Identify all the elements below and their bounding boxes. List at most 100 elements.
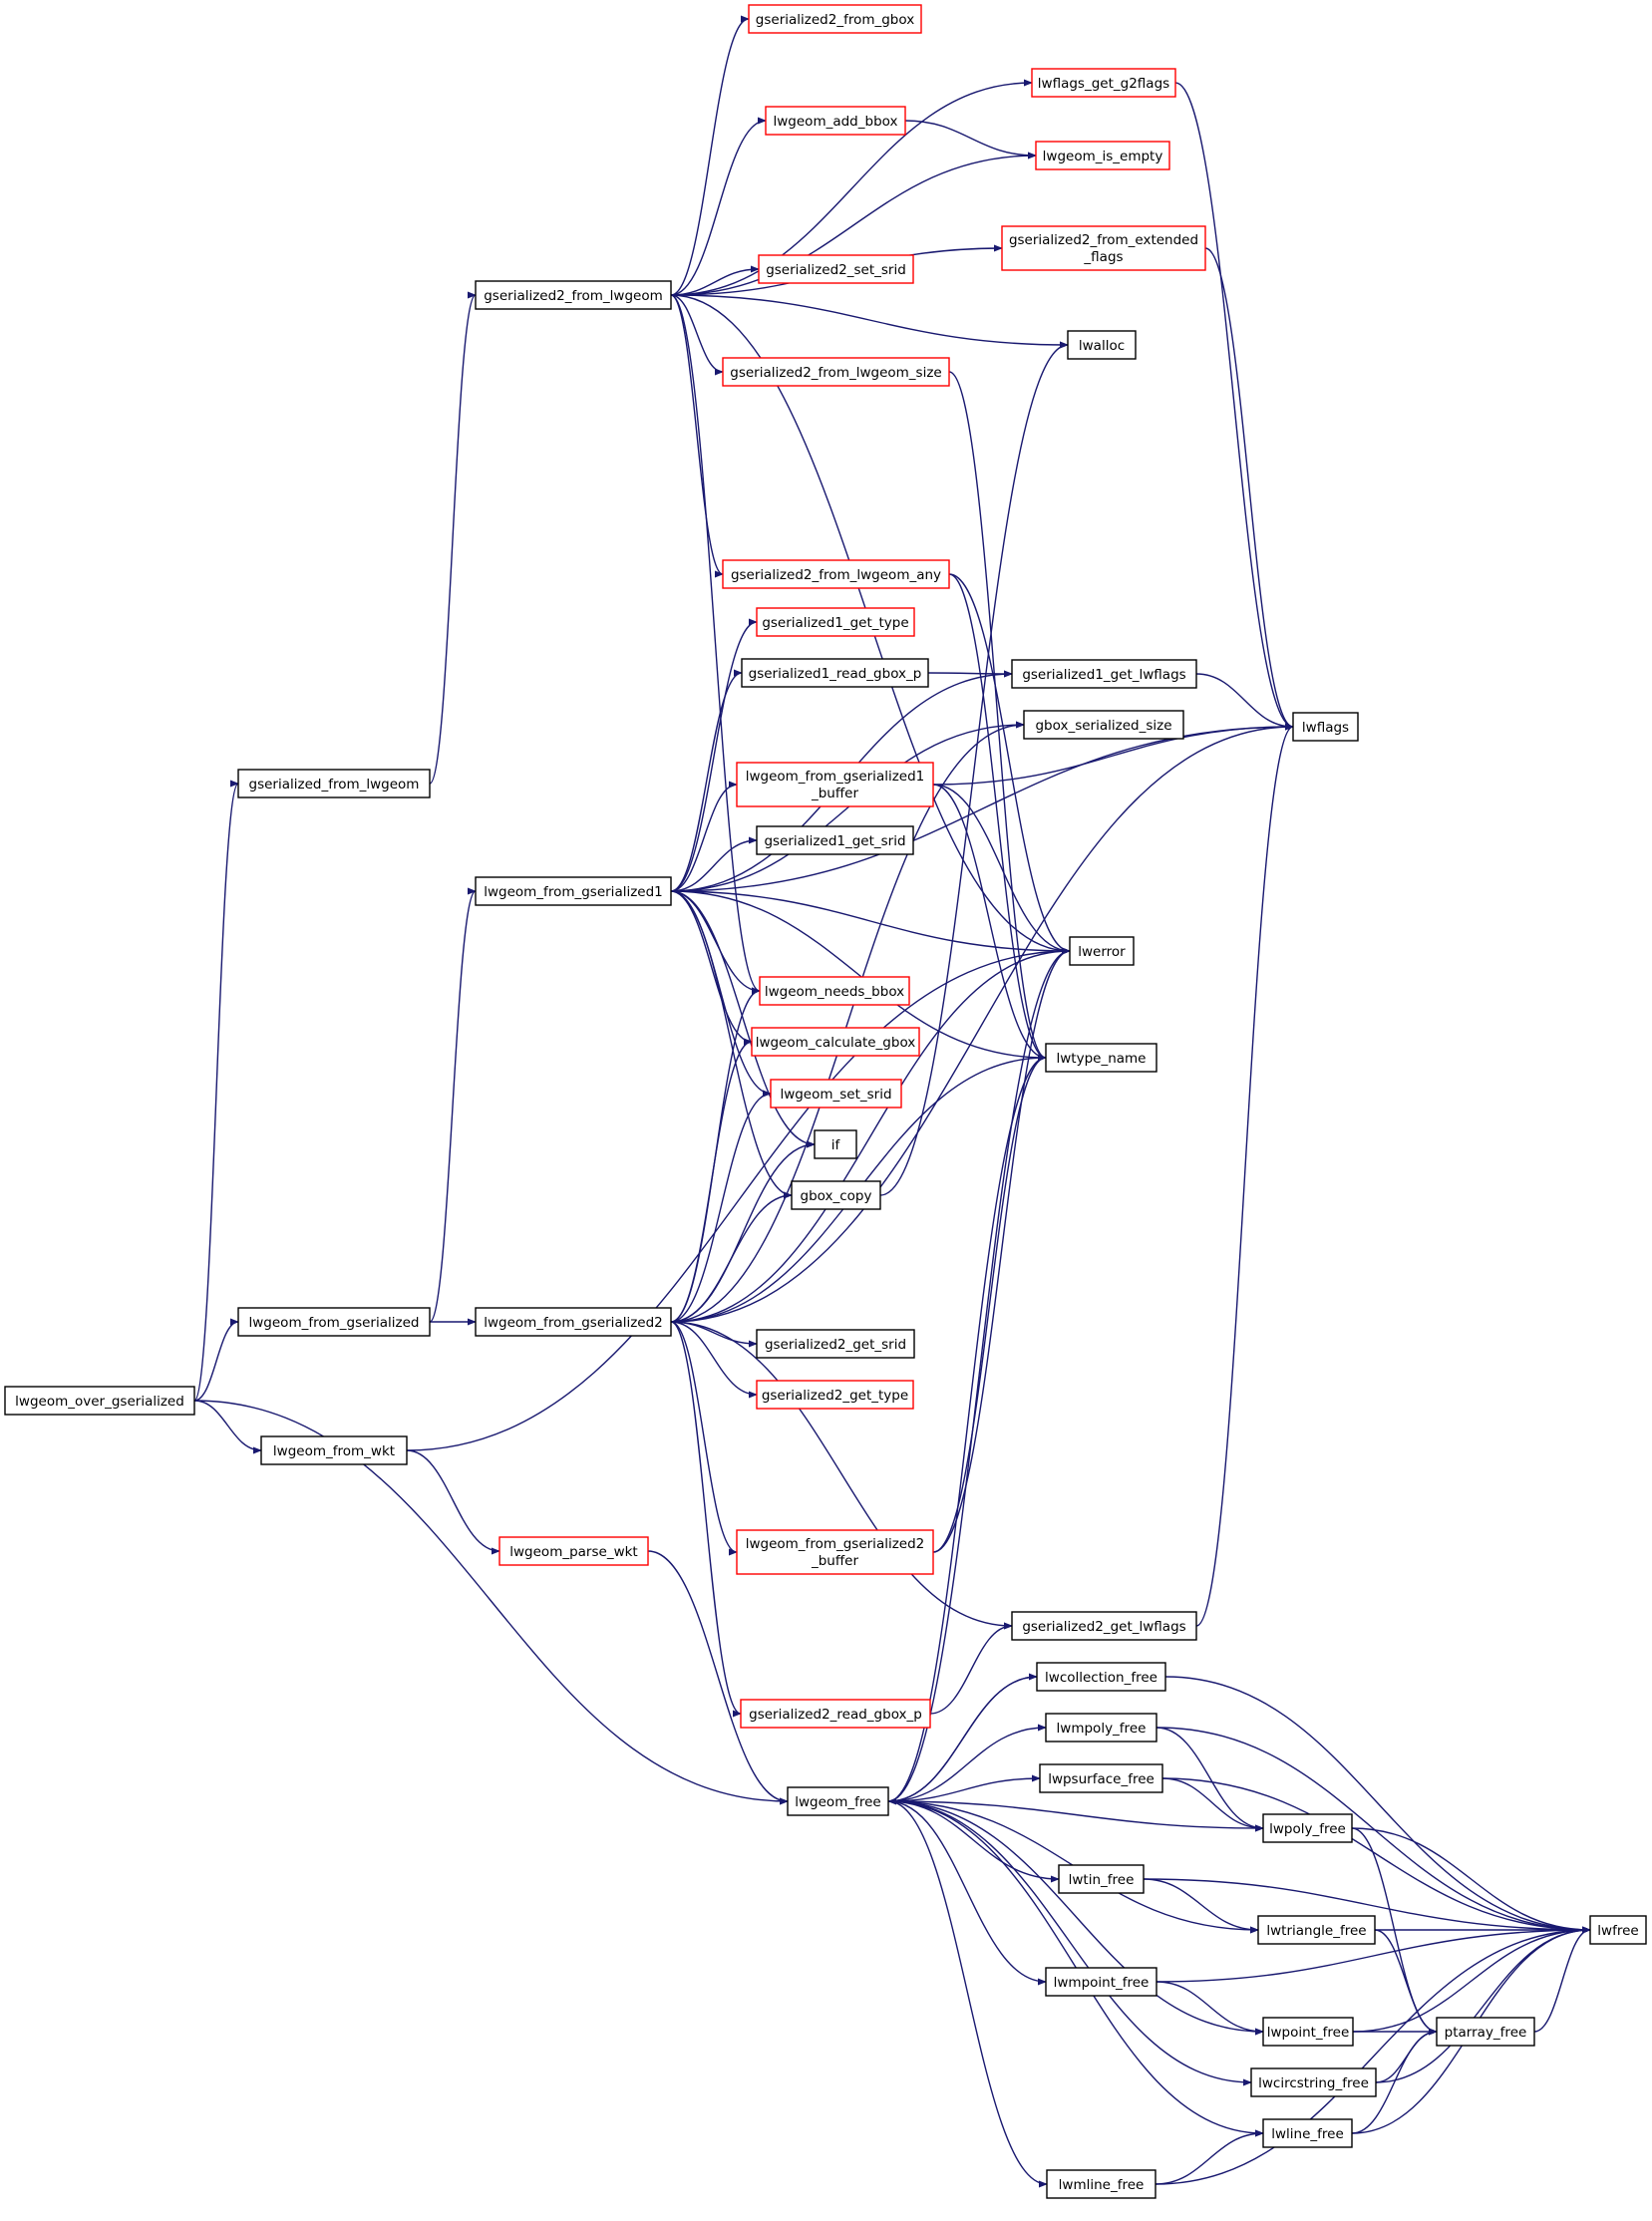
node-gs2-read-gbox-p[interactable]: gserialized2_read_gbox_p: [740, 1699, 931, 1729]
node-lwflags[interactable]: lwflags: [1292, 712, 1359, 742]
node-label: lwcircstring_free: [1258, 2075, 1369, 2091]
node-lwpoly-free[interactable]: lwpoly_free: [1262, 1813, 1353, 1843]
node-lw-is-empty[interactable]: lwgeom_is_empty: [1035, 141, 1170, 170]
node-lwmpoint-free[interactable]: lwmpoint_free: [1045, 1967, 1157, 1997]
node-lwfree[interactable]: lwfree: [1589, 1915, 1647, 1945]
edge-lwtin-free-to-lwfree: [1143, 1878, 1591, 1934]
node-box: [475, 876, 672, 906]
node-gs2-from-gbox[interactable]: gserialized2_from_gbox: [748, 4, 922, 34]
node-gs1-get-lwflags[interactable]: gserialized1_get_lwflags: [1011, 659, 1197, 689]
node-gbox-ser-size[interactable]: gbox_serialized_size: [1023, 710, 1184, 740]
node-label: lwpsurface_free: [1048, 1771, 1155, 1787]
node-box: [1045, 1043, 1157, 1073]
node-ptarray-free[interactable]: ptarray_free: [1436, 2017, 1535, 2047]
node-lw-free[interactable]: lwgeom_free: [787, 1786, 889, 1816]
edge-lw-from-gs1-to-lw-calc-gbox: [670, 890, 753, 1046]
edge-lw-from-gs1-to-gs1-get-srid: [670, 836, 758, 892]
node-box: [1250, 2067, 1377, 2097]
node-box: [1031, 68, 1176, 98]
node-gs2-from-ext-flags[interactable]: gserialized2_from_extended_flags: [1001, 225, 1206, 271]
edge-lwflags-get-g2flags-to-lwflags: [1174, 82, 1294, 731]
edge-lw-from-gs2-to-lw-set-srid: [670, 1090, 772, 1323]
node-lw-from-gs1[interactable]: lwgeom_from_gserialized1: [475, 876, 672, 906]
node-box: [759, 976, 910, 1006]
edge-lw-from-gs2-to-gs2-read-gbox-p: [670, 1321, 742, 1718]
node-label: lwgeom_parse_wkt: [509, 1544, 637, 1560]
node-lwcirc-free[interactable]: lwcircstring_free: [1250, 2067, 1377, 2097]
node-label: lwcollection_free: [1045, 1670, 1157, 1686]
edge-lw-from-gs1-buf-to-lwflags: [932, 723, 1294, 786]
node-label: gserialized2_from_lwgeom_any: [731, 567, 941, 583]
node-gs2-get-lwflags[interactable]: gserialized2_get_lwflags: [1011, 1611, 1197, 1641]
node-gs2-from-lw[interactable]: gserialized2_from_lwgeom: [475, 280, 672, 310]
node-gs2-from-lw-size[interactable]: gserialized2_from_lwgeom_size: [722, 357, 950, 387]
node-gs2-set-srid[interactable]: gserialized2_set_srid: [758, 254, 914, 284]
node-label: gbox_serialized_size: [1035, 718, 1171, 734]
edge-gs2-from-lw-to-gs2-from-lw-any: [670, 294, 724, 578]
node-lw-calc-gbox[interactable]: lwgeom_calculate_gbox: [751, 1027, 920, 1057]
node-box: [1292, 712, 1359, 742]
node-lw-set-srid[interactable]: lwgeom_set_srid: [770, 1079, 902, 1109]
edge-lw-from-gs2-to-lw-from-gs2-buf: [670, 1321, 738, 1556]
node-lw-needs-bbox[interactable]: lwgeom_needs_bbox: [759, 976, 910, 1006]
node-lw-from-wkt[interactable]: lwgeom_from_wkt: [260, 1435, 408, 1465]
node-label: lwgeom_from_gserialized: [249, 1315, 420, 1331]
node-label: lwfree: [1597, 1923, 1638, 1939]
node-root[interactable]: lwgeom_over_gserialized: [4, 1386, 195, 1416]
node-lwalloc[interactable]: lwalloc: [1067, 330, 1137, 360]
node-box: [1262, 2118, 1353, 2148]
edge-lw-from-gs1-to-gbox-ser-size: [670, 721, 1025, 892]
node-label: if: [831, 1137, 841, 1153]
node-label: gserialized2_from_gbox: [756, 12, 914, 28]
node-gs1-read-gbox-p[interactable]: gserialized1_read_gbox_p: [741, 658, 929, 688]
edge-lw-free-to-lwmpoly-free: [887, 1724, 1047, 1802]
edge-lw-from-gs2-buf-to-lwerror: [932, 947, 1071, 1553]
node-lw-parse-wkt[interactable]: lwgeom_parse_wkt: [498, 1536, 649, 1566]
node-gs1-get-type[interactable]: gserialized1_get_type: [756, 607, 915, 637]
node-lwtin-free[interactable]: lwtin_free: [1058, 1864, 1145, 1894]
node-label: lwerror: [1078, 944, 1126, 960]
node-label: lwflags: [1302, 720, 1349, 736]
edge-lw-from-wkt-to-lw-parse-wkt: [406, 1449, 500, 1555]
edge-lw-free-to-lwcirc-free: [887, 1800, 1252, 2086]
node-label: lwgeom_calculate_gbox: [756, 1035, 916, 1051]
node-lw-from-gs[interactable]: lwgeom_from_gserialized: [237, 1307, 431, 1337]
node-label-line2: _buffer: [811, 1553, 858, 1569]
node-gs-from-lw[interactable]: gserialized_from_lwgeom: [237, 769, 431, 798]
node-gs2-get-type[interactable]: gserialized2_get_type: [756, 1380, 914, 1410]
node-box: [756, 1380, 914, 1410]
edge-lw-add-bbox-to-lw-is-empty: [904, 120, 1037, 159]
edge-lw-free-to-lwmline-free: [887, 1800, 1048, 2188]
node-lwerror[interactable]: lwerror: [1069, 936, 1135, 966]
node-box: [758, 254, 914, 284]
edge-lw-from-gs1-to-lwtype-name: [670, 890, 1047, 1062]
node-lwmline-free[interactable]: lwmline_free: [1046, 2169, 1156, 2199]
node-lwtype-name[interactable]: lwtype_name: [1045, 1043, 1157, 1073]
node-lw-from-gs1-buf[interactable]: lwgeom_from_gserialized1_buffer: [736, 762, 934, 807]
node-lwmpoly-free[interactable]: lwmpoly_free: [1045, 1713, 1157, 1743]
node-gs2-from-lw-any[interactable]: gserialized2_from_lwgeom_any: [722, 559, 950, 589]
node-lw-from-gs2-buf[interactable]: lwgeom_from_gserialized2_buffer: [736, 1529, 934, 1575]
node-lwpoint-free[interactable]: lwpoint_free: [1262, 2017, 1354, 2047]
node-box: [814, 1129, 857, 1159]
edge-gs2-from-lw-size-to-lwtype-name: [948, 371, 1047, 1062]
edge-gs2-from-ext-flags-to-lwflags: [1204, 247, 1294, 731]
edge-lw-free-to-lwtin-free: [887, 1800, 1060, 1883]
node-gs1-get-srid[interactable]: gserialized1_get_srid: [756, 825, 914, 855]
node-label: gserialized2_get_lwflags: [1022, 1619, 1185, 1635]
node-lwline-free[interactable]: lwline_free: [1262, 2118, 1353, 2148]
node-lwtri-free[interactable]: lwtriangle_free: [1257, 1915, 1376, 1945]
node-lw-from-gs2[interactable]: lwgeom_from_gserialized2: [475, 1307, 672, 1337]
nodes-layer: lwgeom_over_gserialized gserialized_from_…: [4, 4, 1647, 2199]
edge-lw-from-gs1-to-gs1-read-gbox-p: [670, 669, 743, 892]
node-lwflags-get-g2flags[interactable]: lwflags_get_g2flags: [1031, 68, 1176, 98]
node-gs2-get-srid[interactable]: gserialized2_get_srid: [756, 1329, 915, 1359]
edge-lw-from-gs2-to-gbox-ser-size: [670, 721, 1025, 1323]
node-lw-add-bbox[interactable]: lwgeom_add_bbox: [765, 106, 906, 136]
node-if-node[interactable]: if: [814, 1129, 857, 1159]
edge-lw-from-gs1-to-lwerror: [670, 890, 1071, 955]
node-lwpsurf-free[interactable]: lwpsurface_free: [1039, 1763, 1163, 1793]
node-lwcoll-free[interactable]: lwcollection_free: [1036, 1662, 1166, 1692]
node-gbox-copy[interactable]: gbox_copy: [791, 1180, 881, 1210]
node-label: lwalloc: [1079, 338, 1125, 354]
